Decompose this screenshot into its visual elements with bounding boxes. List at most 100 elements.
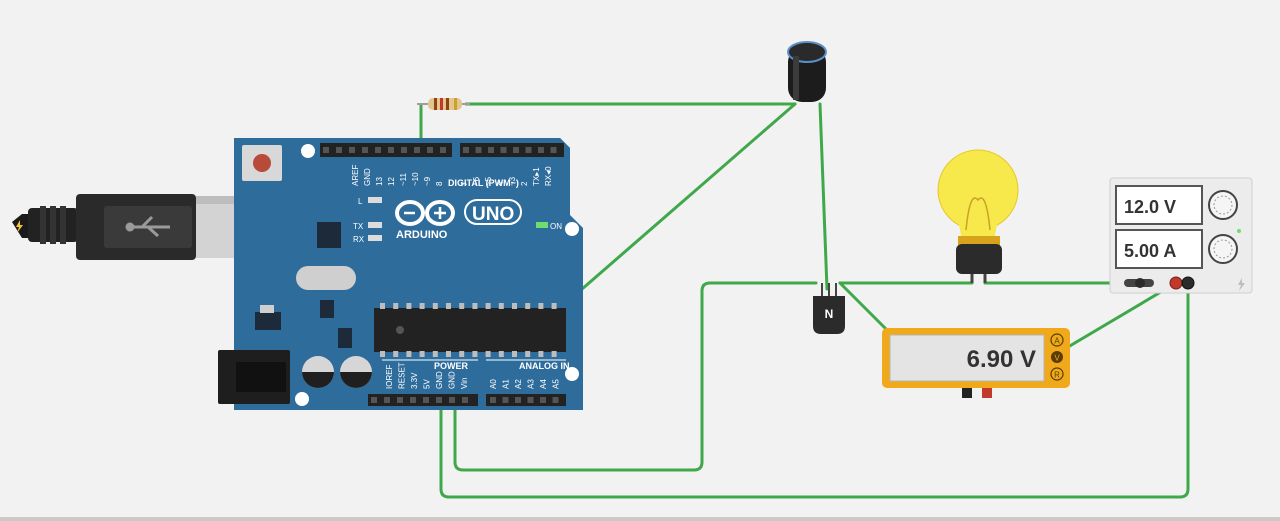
npn-transistor[interactable]: N (813, 283, 845, 334)
pin-label: 8 (435, 181, 444, 186)
chip-leg (498, 303, 504, 309)
reset-button-icon[interactable] (242, 145, 282, 181)
pin-hole[interactable] (384, 397, 390, 403)
wire-capacitor-to-transistor[interactable] (818, 102, 829, 291)
pin-label: ~6 (472, 176, 481, 186)
pin-hole[interactable] (550, 147, 557, 153)
pin-hole[interactable] (427, 147, 433, 153)
regulator (255, 312, 281, 330)
pin-hole[interactable] (336, 147, 342, 153)
pin-hole[interactable] (414, 147, 420, 153)
pin-hole[interactable] (500, 147, 507, 153)
mount-hole (301, 144, 315, 158)
pin-hole[interactable] (440, 147, 446, 153)
pin-hole[interactable] (502, 397, 509, 403)
knob-icon[interactable] (1208, 190, 1238, 220)
pin-hole[interactable] (540, 397, 546, 403)
chip-leg (472, 303, 478, 309)
pin-hole[interactable] (475, 147, 482, 153)
pin-hole[interactable] (449, 397, 455, 403)
chip-legs (380, 303, 557, 357)
led-tx-label: TX (353, 222, 364, 231)
multimeter-probes[interactable] (962, 388, 992, 398)
pin-holes (371, 397, 559, 403)
capacitor-icon[interactable] (787, 41, 827, 102)
pin-hole[interactable] (349, 147, 355, 153)
knob-icon[interactable] (1208, 234, 1238, 264)
pin-label: GND (435, 371, 444, 389)
pin-hole[interactable] (375, 147, 381, 153)
multimeter-reading: 6.90 V (967, 346, 1036, 373)
chip-leg (551, 303, 557, 309)
pin-label: IOREF (385, 364, 394, 389)
pin-label: ~9 (423, 176, 432, 186)
pin-label: ~10 (411, 172, 420, 186)
chip-dot (396, 326, 404, 334)
pin-hole[interactable] (515, 397, 521, 403)
pin-hole[interactable] (538, 147, 544, 153)
pin-hole[interactable] (410, 397, 416, 403)
pin-hole[interactable] (436, 397, 442, 403)
pin-hole[interactable] (397, 397, 403, 403)
chip-leg (472, 351, 478, 357)
chip-leg (551, 351, 557, 357)
chip-leg (393, 351, 399, 357)
chip-small (338, 328, 352, 348)
pin-hole[interactable] (323, 147, 329, 153)
pin-hole[interactable] (401, 147, 407, 153)
pin-hole[interactable] (371, 397, 377, 403)
pin-label: A2 (514, 379, 523, 389)
wire-transistor-to-meter[interactable] (838, 281, 890, 333)
pin-hole[interactable] (488, 147, 494, 153)
multimeter[interactable]: 6.90 V A V R (882, 328, 1070, 398)
arduino-logo-icon (395, 200, 455, 226)
pin-hole[interactable] (362, 147, 368, 153)
chip-small (317, 222, 341, 248)
led-rx (368, 235, 382, 241)
mode-voltmeter[interactable]: V (1051, 351, 1063, 363)
pin-hole[interactable] (513, 147, 519, 153)
pin-hole[interactable] (525, 147, 532, 153)
digital-header-label: DIGITAL (PWM~) (448, 178, 519, 188)
board-capacitor (340, 356, 372, 388)
pin-label: A4 (539, 379, 548, 389)
chip-leg (446, 351, 451, 357)
usb-cable-icon[interactable] (12, 194, 284, 260)
chip-leg (525, 351, 531, 357)
wire-power-gnd-loop[interactable] (439, 283, 1190, 499)
mode-ohmmeter[interactable]: R (1050, 367, 1064, 381)
regulator-tab (260, 305, 274, 313)
chip-leg (525, 303, 531, 309)
resistor-icon[interactable] (417, 98, 470, 110)
chip-leg (459, 351, 465, 357)
wire-meter-to-supply[interactable] (1066, 281, 1178, 349)
pin-hole[interactable] (462, 397, 468, 403)
chip-leg (512, 303, 517, 309)
wire-gnd-to-transistor[interactable] (453, 281, 818, 472)
pin-hole[interactable] (423, 397, 429, 403)
pin-label: 3.3V (410, 372, 419, 389)
pin-hole[interactable] (527, 397, 534, 403)
pin-label: 7 (460, 181, 469, 186)
pin-hole[interactable] (490, 397, 496, 403)
supply-terminals[interactable] (1124, 276, 1195, 290)
chip-leg (419, 351, 425, 357)
supply-voltage: 12.0 V (1124, 197, 1176, 217)
pin-label: A1 (502, 379, 511, 389)
pin-label: RESET (398, 362, 407, 389)
mode-ammeter[interactable]: A (1050, 333, 1064, 347)
pin-hole[interactable] (463, 147, 469, 153)
pin-hole[interactable] (552, 397, 559, 403)
pin-hole[interactable] (388, 147, 394, 153)
lightbulb-icon[interactable] (937, 149, 1019, 283)
board-capacitor (302, 356, 334, 388)
mount-hole (565, 222, 579, 236)
status-led (1237, 229, 1241, 233)
mode-r-label: R (1054, 371, 1060, 380)
power-supply[interactable]: 12.0 V 5.00 A (1109, 177, 1253, 294)
led-tx (368, 222, 382, 228)
